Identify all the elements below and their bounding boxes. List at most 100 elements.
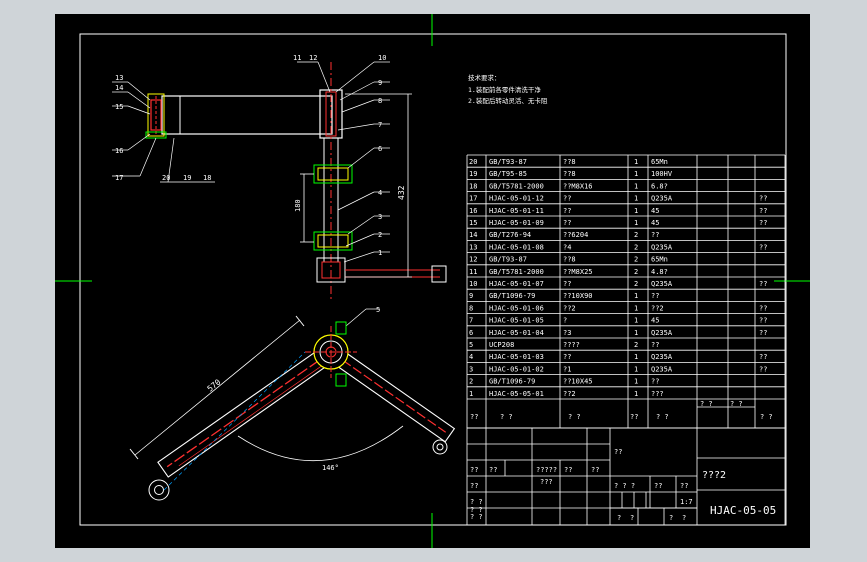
bom-header-name: ? ?: [568, 413, 581, 421]
bom-header-note: ? ?: [760, 413, 773, 421]
bom-header-weight2: ? ?: [730, 400, 743, 408]
bom-row-7-note: ??: [759, 317, 767, 325]
bom-row-16-no: 16: [469, 207, 477, 215]
bom-row-4-qty: 1: [634, 353, 638, 361]
bom-row-9-code: GB/T1096-79: [489, 292, 535, 300]
balloon-15: 15: [115, 103, 123, 111]
bom-row-16-name: ??: [563, 207, 571, 215]
bom-row-12-mat: 65Mn: [651, 256, 668, 264]
bom-row-4-code: HJAC-05-01-03: [489, 353, 544, 361]
tb-left-row-0: ? ?: [470, 498, 483, 506]
bom-row-7-qty: 1: [634, 317, 638, 325]
bom-row-20-code: GB/T93-87: [489, 158, 527, 166]
bom-row-1-code: HJAC-05-05-01: [489, 390, 544, 398]
bom-row-14-no: 14: [469, 231, 477, 239]
bom-row-5-mat: ??: [651, 341, 659, 349]
bearing-seat-lower: [313, 231, 353, 251]
bom-row-18-mat: 6.8?: [651, 182, 668, 190]
dimension-height: [345, 93, 412, 278]
balloon-19: 19: [183, 174, 191, 182]
front-view: 432 180: [145, 62, 447, 300]
bom-row-16-mat: 45: [651, 207, 659, 215]
bom-row-8-no: 8: [469, 304, 473, 312]
bom-row-14-qty: 2: [634, 231, 638, 239]
bom-row-18-qty: 1: [634, 182, 638, 190]
bom-header-code: ? ?: [500, 413, 513, 421]
balloon-6: 6: [378, 145, 382, 153]
bom-row-18-code: GB/T5781-2000: [489, 182, 544, 190]
tb-sheet-label-3: ?: [682, 514, 686, 522]
bom-header-qty: ??: [630, 413, 638, 421]
tb-scale-label-0: ??: [654, 482, 662, 490]
bom-row-8-qty: 1: [634, 304, 638, 312]
bom-row-13-name: ?4: [563, 243, 571, 251]
bom-row-12-qty: 2: [634, 256, 638, 264]
bom-row-20-mat: 65Mn: [651, 158, 668, 166]
bom-row-18-name: ??M8X16: [563, 182, 593, 190]
bom-row-5-code: UCP208: [489, 341, 514, 349]
bom-row-14-mat: ??: [651, 231, 659, 239]
bom-row-4-note: ??: [759, 353, 767, 361]
bom-row-2-name: ??10X45: [563, 378, 593, 386]
technical-notes: 技术要求： 1.装配前各零件清洗干净 2.装配后转动灵活、无卡阻: [468, 73, 548, 105]
centering-marks: [55, 14, 810, 548]
bom-row-6-mat: Q235A: [651, 329, 673, 337]
bom-row-9-name: ??10X90: [563, 292, 593, 300]
tb-row1-0: ??: [470, 466, 478, 474]
balloon-14: 14: [115, 84, 123, 92]
bom-row-7-no: 7: [469, 317, 473, 325]
bom-row-1-name: ??2: [563, 390, 576, 398]
bom-row-15-name: ??: [563, 219, 571, 227]
bom-row-13-code: HJAC-05-01-08: [489, 243, 544, 251]
bom-row-9-qty: 1: [634, 292, 638, 300]
balloon-13: 13: [115, 74, 123, 82]
bom-header-mat: ? ?: [656, 413, 669, 421]
bom-row-13-note: ??: [759, 243, 767, 251]
balloon-5: 5: [376, 306, 380, 314]
dim-angle-label: 146°: [322, 464, 339, 472]
bom-row-8-note: ??: [759, 304, 767, 312]
balloon-4: 4: [378, 189, 382, 197]
bom-row-7-mat: 45: [651, 317, 659, 325]
tb-scale-label-1: ??: [680, 482, 688, 490]
bom-row-12-code: GB/T93-87: [489, 256, 527, 264]
bom-row-9-mat: ??: [651, 292, 659, 300]
bom-row-17-name: ??: [563, 195, 571, 203]
balloon-1: 1: [378, 249, 382, 257]
bom-row-3-mat: Q235A: [651, 365, 673, 373]
bom-row-3-qty: 1: [634, 365, 638, 373]
balloon-7: 7: [378, 121, 382, 129]
bom-row-16-note: ??: [759, 207, 767, 215]
balloon-17: 17: [115, 174, 123, 182]
bom-row-5-qty: 2: [634, 341, 638, 349]
bom-row-4-no: 4: [469, 353, 473, 361]
bom-row-11-mat: 4.8?: [651, 268, 668, 276]
dim-inner-label: 180: [294, 199, 302, 212]
tb-sheet-label-0: ?: [617, 514, 621, 522]
title-block: [466, 427, 786, 526]
bom-row-8-name: ??2: [563, 304, 576, 312]
drawing-frame: [79, 33, 787, 526]
bom-row-11-no: 11: [469, 268, 477, 276]
title-block-text: ?? ???2 HJAC-05-05 ?? ?? ????? ?? ?? ?? …: [470, 448, 776, 522]
bom-row-4-mat: Q235A: [651, 353, 673, 361]
balloon-18: 18: [203, 174, 211, 182]
bom-row-10-mat: Q235A: [651, 280, 673, 288]
bom-row-12-no: 12: [469, 256, 477, 264]
tb-row1-2: ?????: [536, 466, 557, 474]
bom-row-1-no: 1: [469, 390, 473, 398]
bom-row-3-no: 3: [469, 365, 473, 373]
tb-drawing-number: HJAC-05-05: [710, 504, 776, 517]
balloon-12: 12: [309, 54, 317, 62]
bom-row-14-name: ??6204: [563, 231, 588, 239]
notes-line-1: 1.装配前各零件清洗干净: [468, 85, 541, 94]
bom-row-15-code: HJAC-05-01-09: [489, 219, 544, 227]
bom-row-9-no: 9: [469, 292, 473, 300]
balloon-2: 2: [378, 231, 382, 239]
tb-row1-3: ??: [564, 466, 572, 474]
top-view: [129, 315, 456, 501]
bom-row-2-mat: ??: [651, 378, 659, 386]
dimension-inner: [300, 173, 314, 243]
